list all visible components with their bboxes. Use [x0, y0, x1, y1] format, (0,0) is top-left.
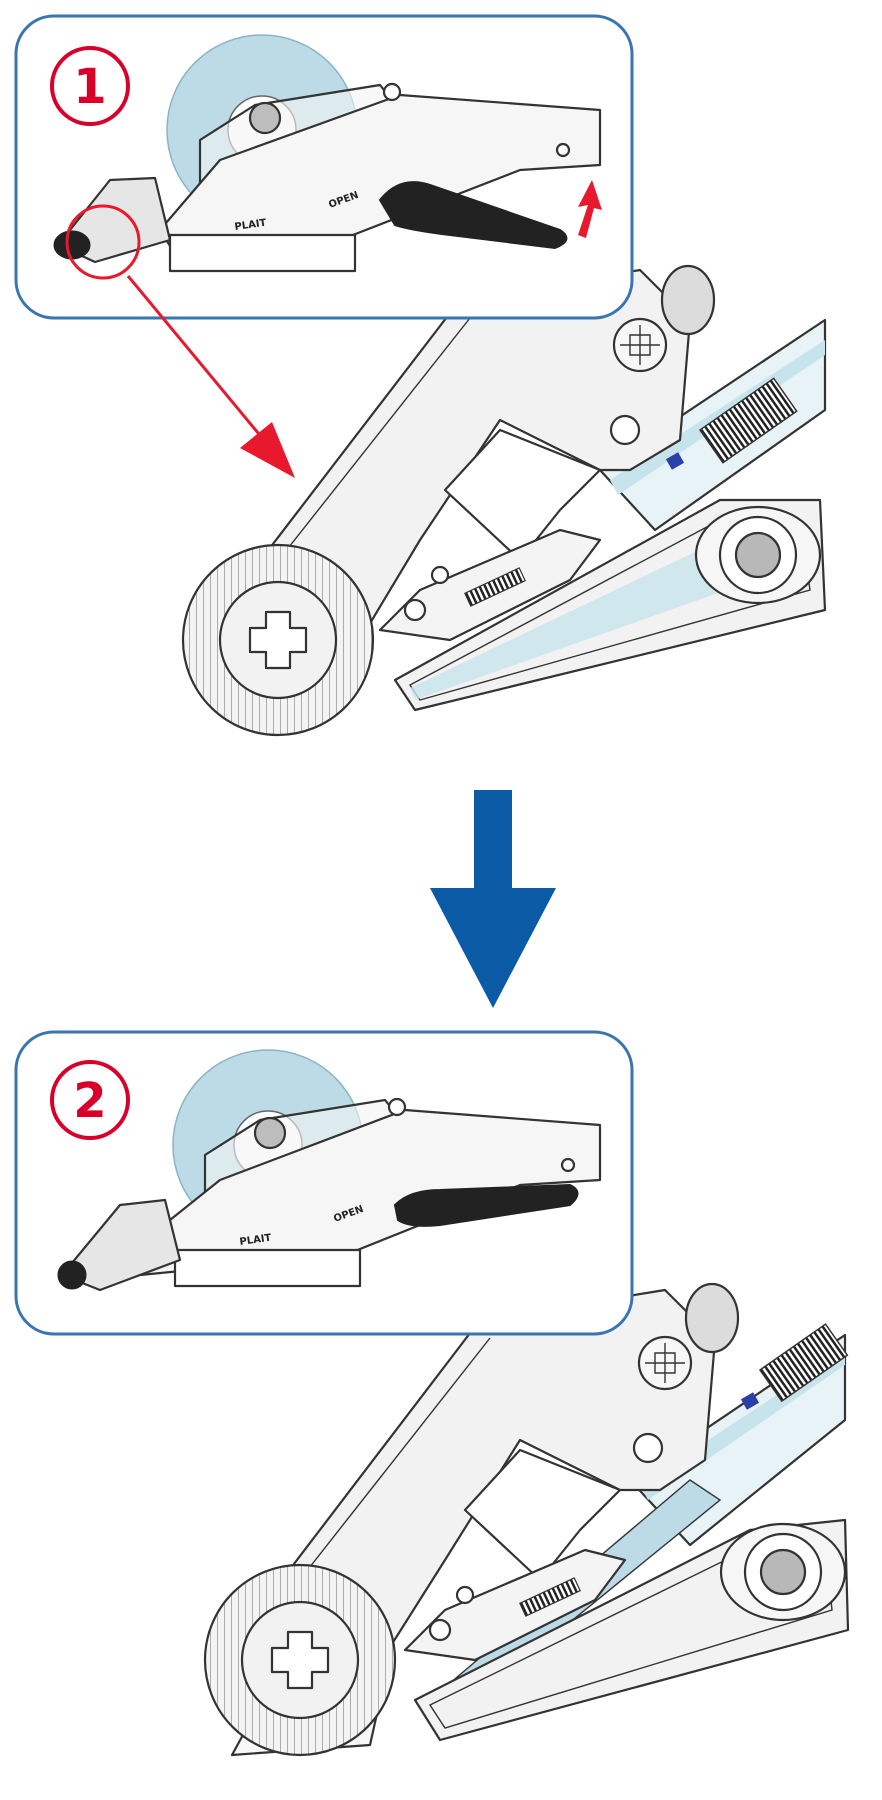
step1-detail-view: [181, 264, 827, 737]
step2-screw-lower: [632, 1432, 664, 1464]
step1-clamp-hatch: [464, 567, 526, 607]
step1-overview-device: PLAIT OPEN: [53, 34, 602, 273]
step1-base-bracket: [168, 233, 357, 273]
step2-reel-hub: [253, 1116, 287, 1150]
step2-clamp-screw-2: [455, 1585, 475, 1605]
step1-clamp-screw: [403, 598, 427, 622]
step2-blue-mark: [740, 1392, 760, 1410]
step2-hole-right: [560, 1157, 576, 1173]
step2-clamp-hatch: [519, 1577, 581, 1617]
step2-right-pivot-pin: [759, 1548, 807, 1596]
step2-badge-number: 2: [73, 1073, 106, 1129]
step2-lever-handle: [393, 1183, 579, 1227]
step2-screw-upper-cross: [645, 1343, 685, 1383]
step1-blue-mark: [665, 452, 685, 470]
step2-overview-device: PLAIT OPEN: [57, 1049, 602, 1292]
step2-arm-edge-line: [279, 1337, 491, 1606]
step1-mark-label: PLAIT: [234, 218, 267, 233]
step1-top-knob: [660, 264, 716, 336]
step1-nose-roller: [53, 230, 91, 260]
step1-badge-number: 1: [73, 59, 106, 115]
step2-mark-label: PLAIT: [239, 1233, 272, 1248]
red-up-arrow-icon: [578, 180, 602, 238]
step1-lever-handle: [378, 181, 568, 250]
step2-pivot-pin-top: [387, 1097, 407, 1117]
step2-detail-view: [203, 1282, 850, 1757]
step2-nose-roller: [57, 1260, 87, 1290]
step1-roller-cross-screw: [248, 610, 308, 670]
step2-clamp-blade: [403, 1548, 627, 1662]
step1-clamp-screw-2: [430, 565, 450, 585]
step2-nose-block: [60, 1198, 182, 1292]
step1-right-pivot-pin: [734, 531, 782, 579]
step1-screw-upper-cross: [620, 325, 660, 365]
step1-panel: 1 PLAIT OPEN: [14, 14, 634, 320]
red-pointer-arrow-icon: [126, 275, 295, 478]
step1-zoom-circle: [65, 204, 141, 280]
step2-badge-ring: [50, 1060, 130, 1140]
step1-arm-edge-line: [254, 317, 471, 591]
step1-reel-hub: [248, 101, 282, 135]
step1-barcode-label: [698, 377, 798, 464]
step1-badge-ring: [50, 46, 130, 126]
step2-clamp-screw: [428, 1618, 452, 1642]
step1-pivot-pin-top: [382, 82, 402, 102]
step2-roller-cross-screw: [270, 1630, 330, 1690]
step2-base-bracket: [173, 1248, 362, 1288]
step2-top-knob: [684, 1282, 740, 1354]
step2-panel: 2 PLAIT OPEN: [14, 1030, 634, 1336]
step2-arm-cutout: [463, 1448, 622, 1582]
step2-barcode-label: [758, 1323, 849, 1403]
step1-screw-lower: [609, 414, 641, 446]
blue-down-arrow-icon: [430, 790, 556, 1008]
step1-hole-right: [555, 142, 571, 158]
step1-arm-cutout: [443, 428, 602, 562]
